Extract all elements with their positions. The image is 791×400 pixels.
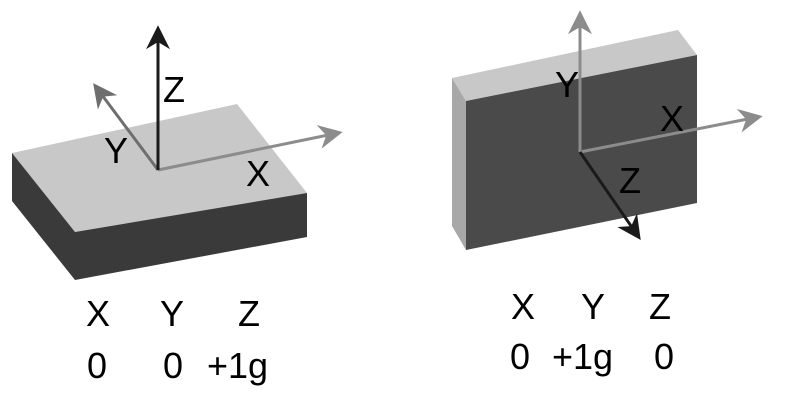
flat-device-readout: X Y Z 0 0 +1g — [86, 293, 268, 386]
upright-device-panel: Y X Z X Y Z 0 +1g 0 — [452, 10, 763, 377]
flat-z-axis-label: Z — [163, 69, 185, 110]
upright-readout-header-y: Y — [581, 286, 605, 327]
upright-device-top-face — [452, 30, 697, 101]
flat-x-axis-label: X — [246, 153, 270, 194]
flat-y-axis-arrow — [93, 83, 160, 171]
flat-readout-value-z: +1g — [207, 345, 268, 386]
flat-device-left-face — [12, 153, 75, 280]
upright-z-axis-label: Z — [619, 160, 641, 201]
upright-device-block — [452, 30, 697, 250]
upright-device-axes: Y X Z — [555, 10, 763, 240]
flat-y-axis-label: Y — [104, 130, 128, 171]
flat-x-axis-arrow — [157, 125, 343, 172]
upright-x-axis-label: X — [660, 98, 684, 139]
flat-device-front-face — [75, 193, 307, 280]
upright-x-axis-arrow — [579, 108, 763, 154]
upright-z-axis-arrow — [578, 151, 641, 240]
upright-readout-value-x: 0 — [510, 336, 530, 377]
upright-y-axis-label: Y — [555, 64, 579, 105]
upright-readout-value-y: +1g — [552, 336, 613, 377]
flat-device-panel: Z Y X X Y Z 0 0 +1g — [12, 25, 343, 386]
flat-readout-header-y: Y — [160, 293, 184, 334]
flat-readout-value-x: 0 — [87, 345, 107, 386]
flat-device-axes: Z Y X — [93, 25, 343, 194]
flat-readout-header-z: Z — [238, 293, 260, 334]
upright-device-readout: X Y Z 0 +1g 0 — [510, 286, 674, 377]
upright-readout-header-z: Z — [649, 286, 671, 327]
flat-readout-value-y: 0 — [163, 345, 183, 386]
upright-device-left-face — [452, 78, 466, 250]
upright-readout-header-x: X — [511, 286, 535, 327]
flat-readout-header-x: X — [86, 293, 110, 334]
upright-readout-value-z: 0 — [654, 336, 674, 377]
